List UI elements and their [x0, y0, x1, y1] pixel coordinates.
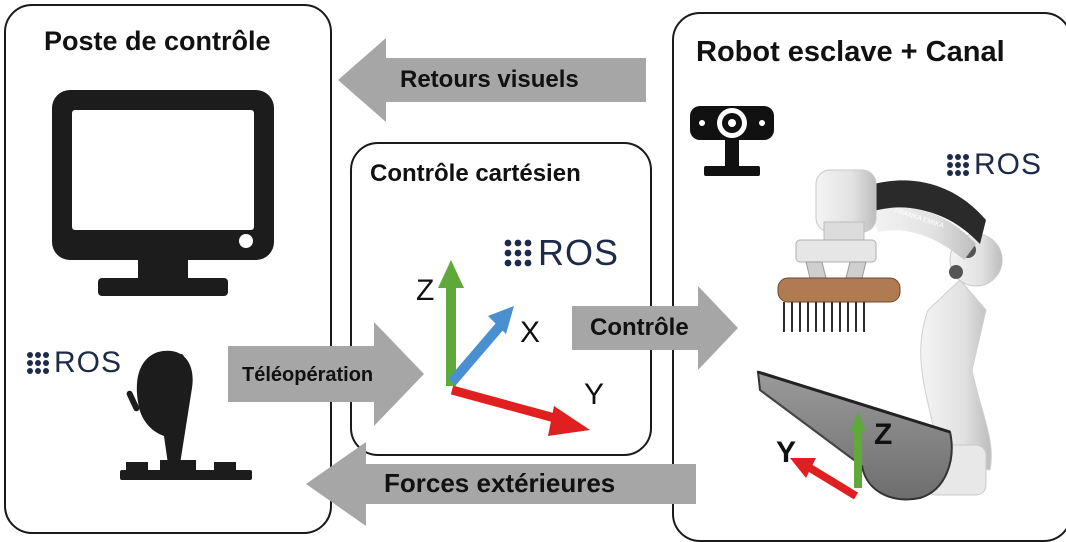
webcam-icon — [690, 106, 774, 176]
y-axis-label: Y — [584, 378, 605, 411]
teleoperation-arrow — [228, 322, 424, 426]
ros-text: ROS — [974, 148, 1043, 181]
canal-y-label: Y — [776, 436, 797, 469]
external-forces-label: Forces extérieures — [384, 468, 616, 498]
visual-feedback-label: Retours visuels — [400, 66, 579, 93]
canal-frame — [790, 412, 866, 500]
canal-z-axis-head — [850, 412, 866, 432]
canal-y-axis-head — [790, 458, 816, 478]
monitor-icon — [52, 90, 274, 296]
canal-y-axis — [807, 464, 859, 500]
y-axis-head — [548, 406, 590, 436]
robot-panel — [672, 12, 1066, 542]
z-axis — [446, 286, 456, 386]
joystick-icon — [120, 350, 252, 480]
control-arrow — [572, 286, 738, 370]
ros-logo-left: ROS — [26, 346, 122, 380]
ros-dots-icon — [27, 352, 49, 374]
control-station-title: Poste de contrôle — [44, 26, 271, 56]
x-axis — [448, 322, 504, 386]
ros-dots-icon — [947, 154, 969, 176]
y-axis — [450, 385, 564, 425]
robot-arm-illustration: FRANKA EMIKA — [756, 169, 1003, 501]
visual-feedback-arrow — [338, 38, 646, 122]
robot-title: Robot esclave + Canal — [696, 36, 1005, 68]
external-forces-arrow — [306, 442, 696, 526]
ros-logo-right: ROS — [946, 148, 1042, 182]
ros-dots-icon — [504, 239, 532, 267]
canal-z-label: Z — [874, 418, 893, 451]
x-axis-head — [488, 306, 514, 334]
z-axis-label: Z — [416, 274, 435, 307]
z-axis-head — [438, 260, 464, 288]
teleoperation-label: Téléopération — [242, 364, 374, 386]
control-label: Contrôle — [590, 314, 689, 341]
x-axis-label: X — [520, 316, 541, 349]
cartesian-control-title: Contrôle cartésien — [370, 160, 581, 187]
ros-logo-center: ROS — [504, 232, 619, 274]
canal-z-axis — [854, 430, 862, 488]
cartesian-frame — [438, 260, 590, 436]
ros-text: ROS — [538, 232, 620, 273]
ros-text: ROS — [54, 346, 123, 379]
